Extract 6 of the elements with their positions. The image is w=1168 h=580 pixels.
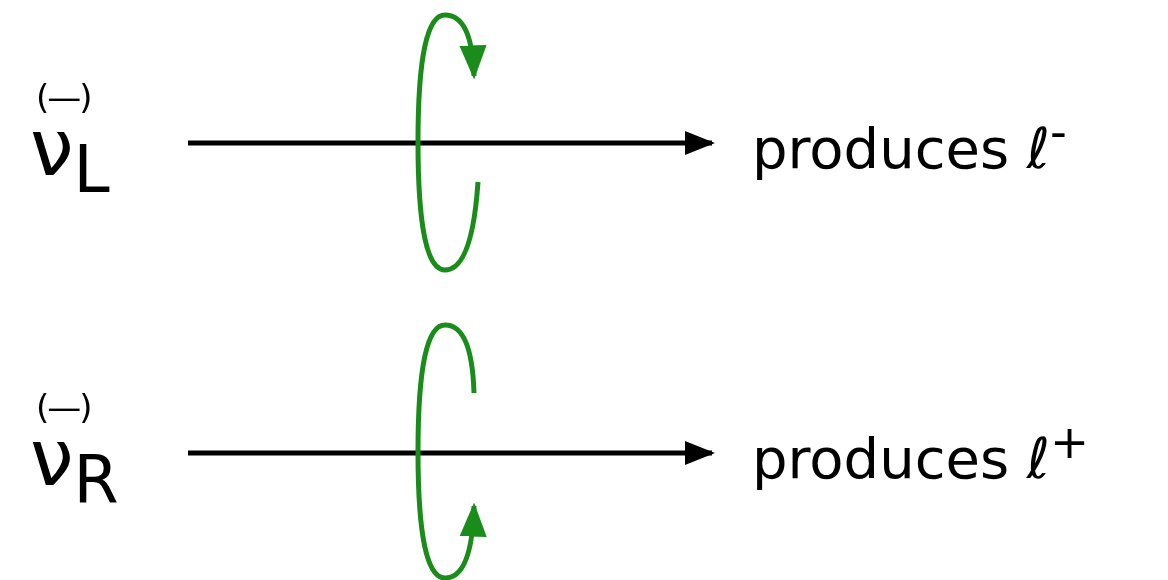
bar-in-parentheses: (—)	[36, 80, 91, 114]
node-text: produces ℓ$^{-}$	[752, 105, 1067, 181]
arrow	[188, 131, 715, 155]
node-text: produces ℓ$^{+}$	[752, 415, 1090, 491]
arrow	[188, 441, 715, 465]
bar-in-parentheses: (—)	[36, 390, 91, 424]
